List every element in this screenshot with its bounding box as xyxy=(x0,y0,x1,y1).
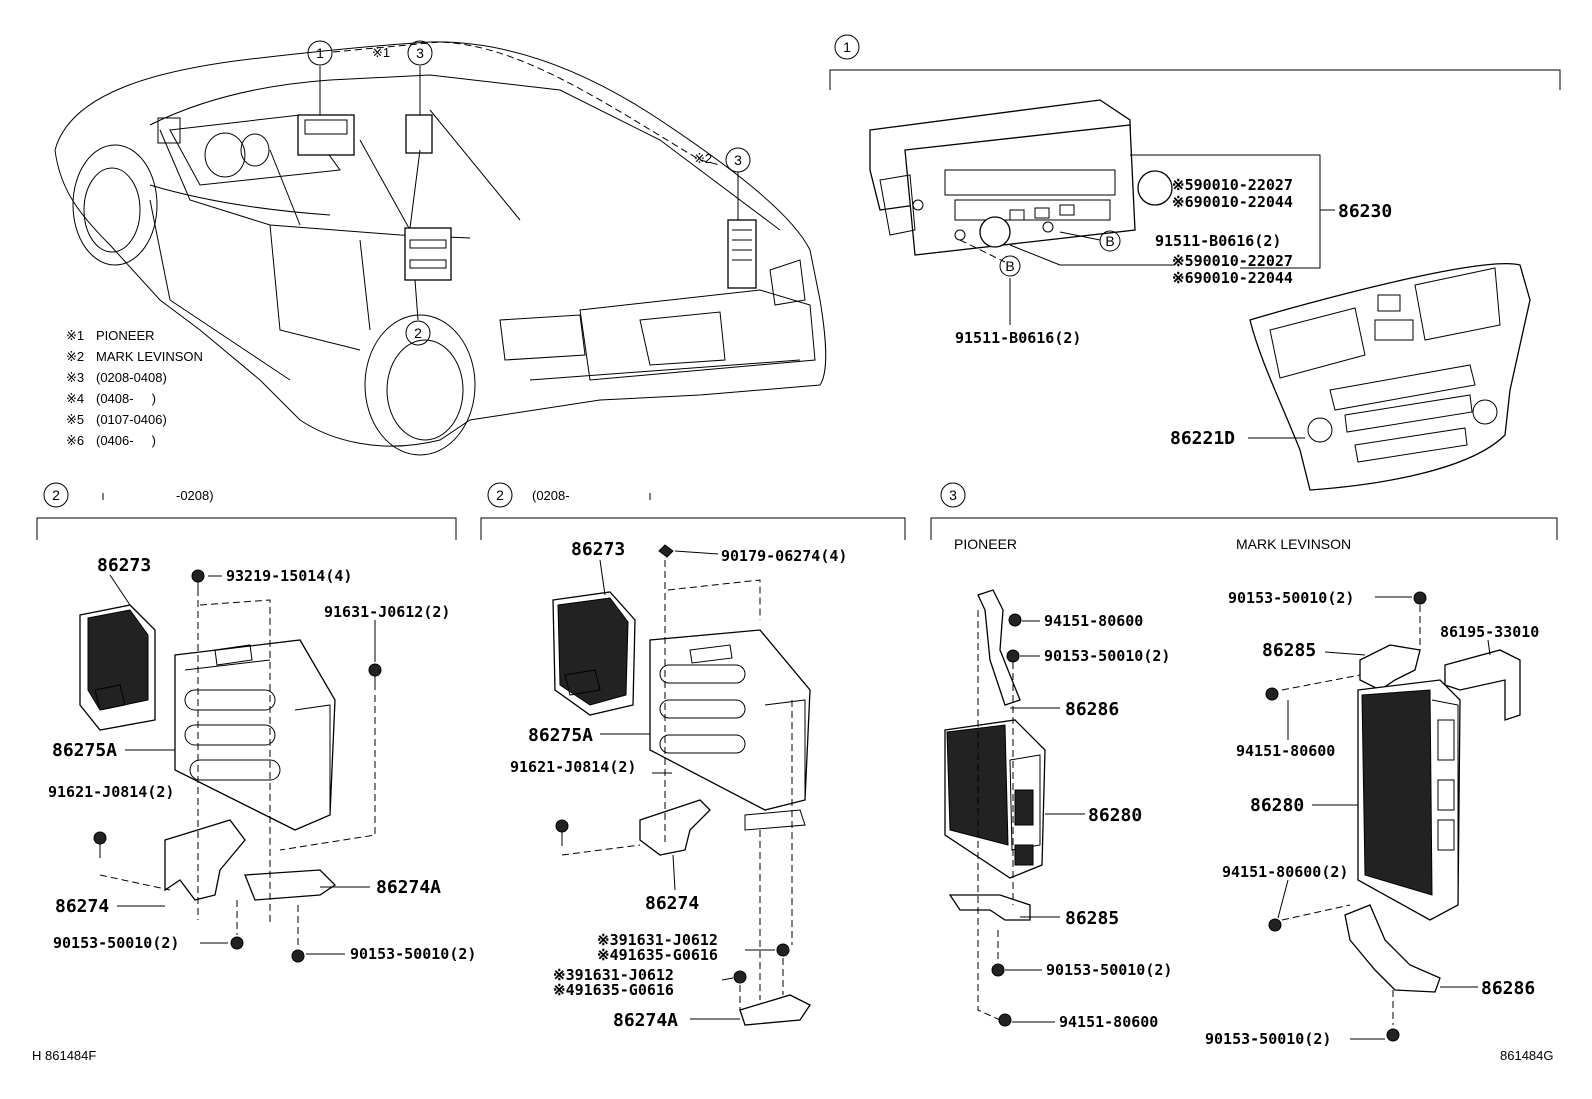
car-note-1: ※1 xyxy=(372,45,390,60)
legend-text-1: PIONEER xyxy=(96,328,155,343)
car-note-2: ※2 xyxy=(694,151,712,166)
s2a-bolt-label: 93219-15014(4) xyxy=(226,567,352,585)
s3-m-clip2-label: 94151-80600(2) xyxy=(1222,863,1348,881)
s1-knob-b1-label: ※590010-22027 xyxy=(1172,252,1293,270)
legend-text-6: (0406- ) xyxy=(96,433,156,448)
s3-p-bolt1-label: 90153-50010(2) xyxy=(1044,647,1170,665)
s2a-bolt-r-label: 90153-50010(2) xyxy=(350,945,476,963)
s2a-screw1-label: 91631-J0612(2) xyxy=(324,603,450,621)
s2b-nut-label: 90179-06274(4) xyxy=(721,547,847,565)
s3-mark-heading: MARK LEVINSON xyxy=(1236,536,1351,552)
s3-m-bolt2-label: 90153-50010(2) xyxy=(1205,1030,1331,1048)
legend-text-4: (0408- ) xyxy=(96,391,156,406)
s2b-s3b-label: ※391631-J0612 xyxy=(553,966,674,984)
car-callout-1: 1 xyxy=(307,40,333,66)
s3-m-brk-bot-label: 86286 xyxy=(1481,978,1535,999)
s3-m-bolt1-label: 90153-50010(2) xyxy=(1228,589,1354,607)
svg-text:2: 2 xyxy=(414,325,422,341)
s3-m-clip1-label: 94151-80600 xyxy=(1236,742,1335,760)
legend-mark-3: ※3 xyxy=(66,370,84,385)
s3-pioneer-heading: PIONEER xyxy=(954,536,1017,552)
s3-p-bolt2-label: 90153-50010(2) xyxy=(1046,961,1172,979)
svg-text:B: B xyxy=(1105,233,1114,249)
s3-p-clip1-label: 94151-80600 xyxy=(1044,612,1143,630)
s2b-s4b-label: ※491635-G0616 xyxy=(553,981,674,999)
section-2b-frame: 2 xyxy=(480,482,906,540)
s3-pioneer-drawing xyxy=(944,589,1085,1027)
s1-knob-a1-label: ※590010-22027 xyxy=(1172,176,1293,194)
section-1-number: 1 xyxy=(843,39,851,55)
legend: ※1 PIONEER ※2 MARK LEVINSON ※3 (0208-040… xyxy=(66,328,203,448)
s2b-s4a-label: ※491635-G0616 xyxy=(597,946,718,964)
legend-mark-1: ※1 xyxy=(66,328,84,343)
s1-knob-a2-label: ※690010-22044 xyxy=(1172,193,1293,211)
section-3-frame: 3 xyxy=(930,482,1558,540)
legend-mark-2: ※2 xyxy=(66,349,84,364)
section-2b-number: 2 xyxy=(496,487,504,503)
car-illustration xyxy=(54,41,827,456)
section-2a-number: 2 xyxy=(52,487,60,503)
legend-mark-5: ※5 xyxy=(66,412,84,427)
section-2b-range: (0208- xyxy=(532,488,570,503)
s1-screw-b-right-label: 91511-B0616(2) xyxy=(1155,232,1281,250)
svg-text:1: 1 xyxy=(316,45,324,61)
footer-right-code: 861484G xyxy=(1500,1048,1554,1063)
s3-p-brk2-label: 86285 xyxy=(1065,908,1119,929)
s2a-stay-a-label: 86274A xyxy=(376,877,441,898)
s2a-screw2-label: 91621-J0814(2) xyxy=(48,783,174,801)
section-3-number: 3 xyxy=(949,487,957,503)
car-callout-2: 2 xyxy=(405,320,431,346)
section-2a-range: -0208) xyxy=(176,488,214,503)
s2b-amp-label: 86273 xyxy=(571,539,625,560)
footer-left-code: H 861484F xyxy=(32,1048,96,1063)
car-callout-3b: 3 xyxy=(725,147,751,173)
s1-b-mark-right: B xyxy=(1099,230,1121,252)
section-2a-frame: 2 xyxy=(36,482,457,540)
s1-screw-b-bottom-label: 91511-B0616(2) xyxy=(955,329,1081,347)
svg-text:3: 3 xyxy=(734,152,742,168)
s2b-stay-label: 86274 xyxy=(645,893,699,914)
legend-text-5: (0107-0406) xyxy=(96,412,167,427)
s2b-drawing xyxy=(552,544,811,1026)
s3-p-brk1-label: 86286 xyxy=(1065,699,1119,720)
s3-m-amp-label: 86280 xyxy=(1250,795,1304,816)
s1-b-mark-bottom: B xyxy=(999,255,1021,277)
s3-p-amp-label: 86280 xyxy=(1088,805,1142,826)
s3-mark-drawing xyxy=(1265,591,1521,1042)
legend-text-3: (0208-0408) xyxy=(96,370,167,385)
s2b-bracket-label: 86275A xyxy=(528,725,593,746)
section-1-radio: 1 xyxy=(829,34,1561,325)
legend-mark-6: ※6 xyxy=(66,433,84,448)
s2a-amp-label: 86273 xyxy=(97,555,151,576)
legend-text-2: MARK LEVINSON xyxy=(96,349,203,364)
car-callout-3a: 3 xyxy=(407,40,433,66)
s1-head-unit-label: 86230 xyxy=(1338,201,1392,222)
s2b-screw2-label: 91621-J0814(2) xyxy=(510,758,636,776)
s1-panel-drawing xyxy=(1248,263,1531,491)
s2a-bolt-l-label: 90153-50010(2) xyxy=(53,934,179,952)
s2a-stay-label: 86274 xyxy=(55,896,109,917)
svg-text:B: B xyxy=(1005,258,1014,274)
svg-text:3: 3 xyxy=(416,45,424,61)
s2b-stay-a-label: 86274A xyxy=(613,1010,678,1031)
s2b-s3a-label: ※391631-J0612 xyxy=(597,931,718,949)
s1-panel-label: 86221D xyxy=(1170,428,1235,449)
s2a-drawing xyxy=(79,569,382,963)
s3-m-brk-top-label: 86285 xyxy=(1262,640,1316,661)
s3-m-bracket-label: 86195-33010 xyxy=(1440,623,1539,641)
s3-p-clip2-label: 94151-80600 xyxy=(1059,1013,1158,1031)
s1-knob-b2-label: ※690010-22044 xyxy=(1172,269,1293,287)
s2a-bracket-label: 86275A xyxy=(52,740,117,761)
legend-mark-4: ※4 xyxy=(66,391,84,406)
